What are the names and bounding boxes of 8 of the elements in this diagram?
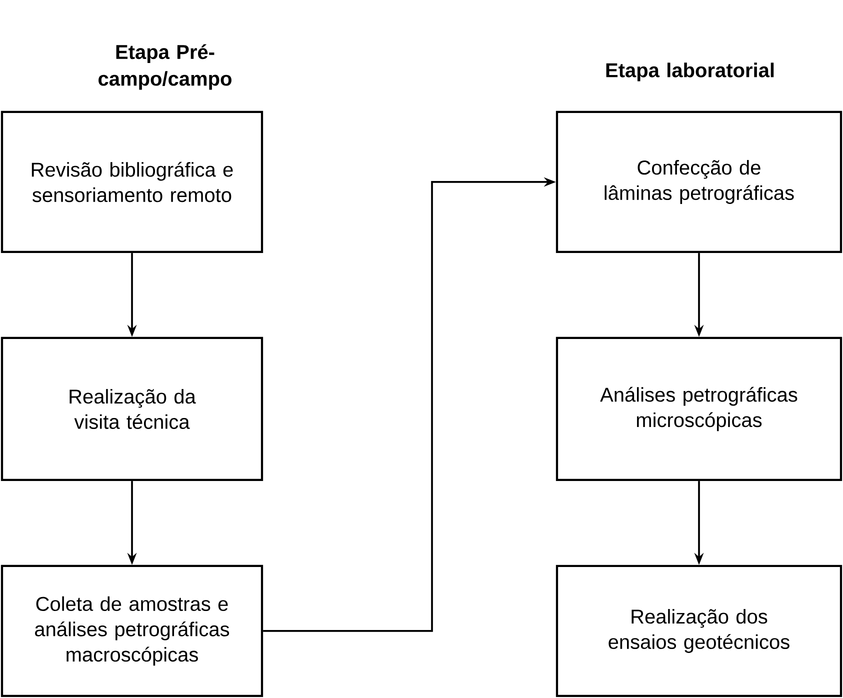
process-box: Revisão bibliográfica e sensoriamento remoto	[0, 110, 264, 254]
process-box: Coleta de amostras e análises petrográficas macroscópicas	[0, 564, 264, 698]
column-heading: Etapa laboratorial	[606, 62, 774, 82]
process-box: Realização dos ensaios geotécnicos	[556, 564, 842, 698]
column-heading: Etapa Pré-campo/campo	[98, 44, 232, 90]
process-box: Análises petrográficas microscópicas	[556, 336, 842, 482]
process-box: Realização da visita técnica	[0, 336, 264, 482]
process-box: Confecção de lâminas petrográficas	[556, 110, 842, 254]
